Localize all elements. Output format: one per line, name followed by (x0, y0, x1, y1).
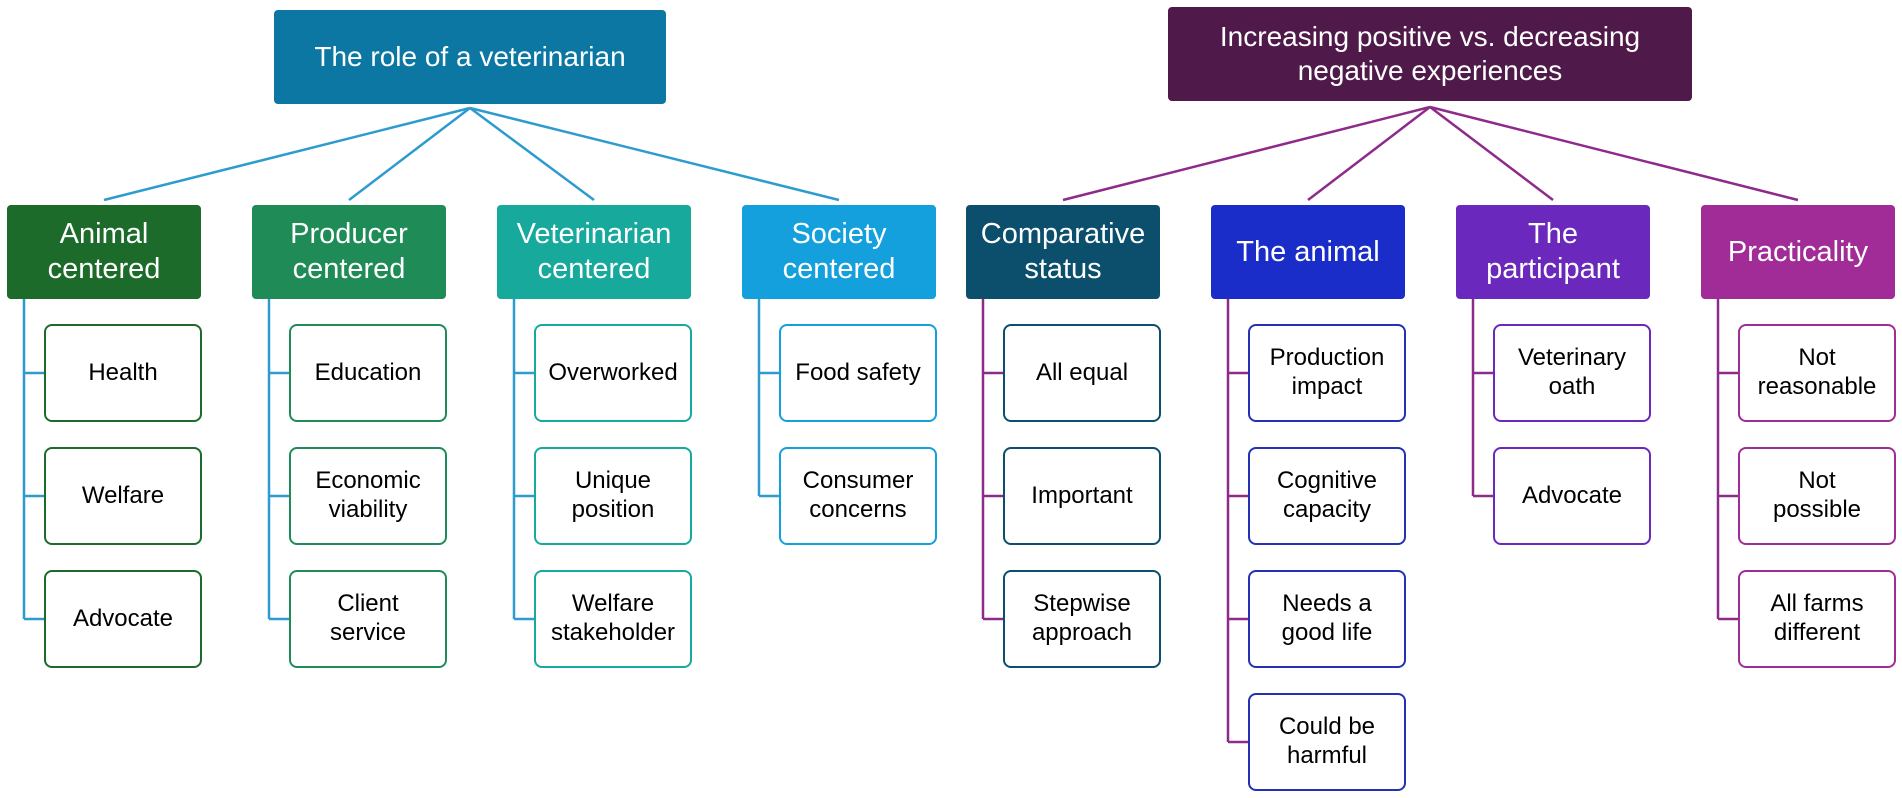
leaf-node: Client service (289, 570, 447, 668)
root-node: The role of a veterinarian (274, 10, 666, 104)
category-node: Society centered (742, 205, 936, 299)
root-connector (103, 106, 471, 202)
leaf-node: Cognitive capacity (1248, 447, 1406, 545)
root-connector (469, 106, 840, 202)
category-node: Animal centered (7, 205, 201, 299)
leaf-node: Production impact (1248, 324, 1406, 422)
root-connector (1429, 106, 1554, 201)
root-connector (1429, 105, 1799, 202)
category-node: Producer centered (252, 205, 446, 299)
root-connector (469, 106, 595, 202)
leaf-node: Food safety (779, 324, 937, 422)
leaf-node: Welfare (44, 447, 202, 545)
category-node: Practicality (1701, 205, 1895, 299)
leaf-node: Important (1003, 447, 1161, 545)
leaf-node: Stepwise approach (1003, 570, 1161, 668)
leaf-node: Could be harmful (1248, 693, 1406, 791)
leaf-node: Veterinary oath (1493, 324, 1651, 422)
category-node: The participant (1456, 205, 1650, 299)
leaf-node: All equal (1003, 324, 1161, 422)
root-node: Increasing positive vs. decreasing negat… (1168, 7, 1692, 101)
category-node: The animal (1211, 205, 1405, 299)
category-node: Veterinarian centered (497, 205, 691, 299)
root-connector (1062, 105, 1431, 202)
leaf-node: Not reasonable (1738, 324, 1896, 422)
root-connector (1307, 106, 1431, 201)
leaf-node: Economic viability (289, 447, 447, 545)
leaf-node: Not possible (1738, 447, 1896, 545)
leaf-node: Consumer concerns (779, 447, 937, 545)
leaf-node: Welfare stakeholder (534, 570, 692, 668)
leaf-node: All farms different (1738, 570, 1896, 668)
root-connector (348, 107, 471, 201)
leaf-node: Overworked (534, 324, 692, 422)
category-node: Comparative status (966, 205, 1160, 299)
leaf-node: Advocate (44, 570, 202, 668)
leaf-node: Health (44, 324, 202, 422)
leaf-node: Education (289, 324, 447, 422)
leaf-node: Unique position (534, 447, 692, 545)
leaf-node: Needs a good life (1248, 570, 1406, 668)
leaf-node: Advocate (1493, 447, 1651, 545)
